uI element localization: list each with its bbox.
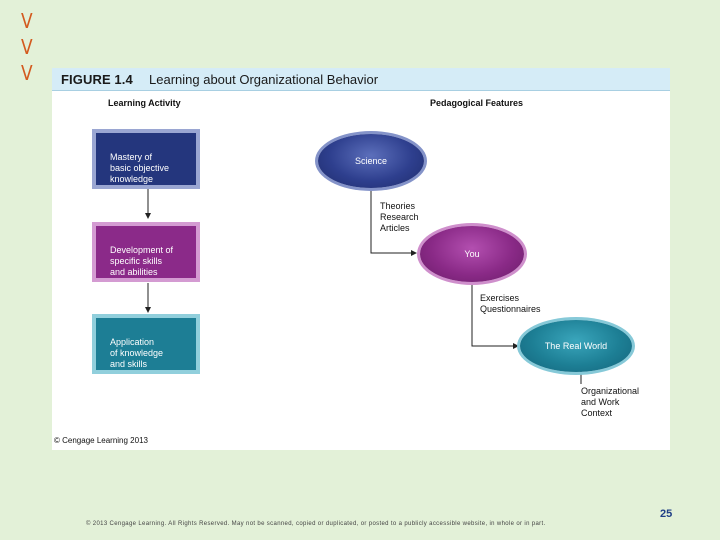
chevron-down-icon: V [21, 9, 33, 33]
chevron-down-icon: V [21, 35, 33, 59]
figure-credit: © Cengage Learning 2013 [54, 436, 148, 445]
activity-box-application: Application of knowledge and skills [92, 314, 200, 374]
activity-box-label: Application of knowledge and skills [110, 337, 164, 369]
footer-copyright: © 2013 Cengage Learning. All Rights Rese… [86, 521, 546, 527]
activity-box-label: Mastery of basic objective knowledge [110, 152, 170, 184]
connector-label-theories: Theories Research Articles [380, 201, 419, 233]
feature-ellipse-label: Science [354, 156, 388, 166]
feature-ellipse-science: Science [318, 134, 424, 188]
activity-box-mastery: Mastery of basic objective knowledge [92, 129, 200, 189]
left-column-title: Learning Activity [108, 98, 181, 108]
decorative-chevrons: V V V [20, 8, 34, 86]
feature-ellipse-label: You [464, 249, 480, 259]
feature-ellipse-you: You [420, 226, 524, 282]
feature-ellipse-label: The Real World [544, 341, 608, 351]
arrow-you-to-real-world [471, 284, 519, 349]
feature-ellipse-real-world: The Real World [520, 320, 632, 372]
arrow-science-to-you [370, 190, 417, 256]
connector-label-context: Organizational and Work Context [581, 386, 640, 418]
figure-header: FIGURE 1.4 Learning about Organizational… [52, 68, 670, 91]
right-column-title: Pedagogical Features [430, 98, 524, 108]
figure-title: Learning about Organizational Behavior [149, 72, 379, 87]
figure-label: FIGURE 1.4 [61, 72, 133, 87]
connector-lines [145, 189, 582, 384]
activity-box-label: Development of specific skills and abili… [110, 245, 174, 277]
activity-box-development: Development of specific skills and abili… [92, 222, 200, 282]
page-number: 25 [660, 508, 673, 520]
connector-label-exercises: Exercises Questionnaires [480, 293, 541, 314]
figure-panel: FIGURE 1.4 Learning about Organizational… [52, 68, 670, 450]
chevron-down-icon: V [21, 61, 33, 85]
